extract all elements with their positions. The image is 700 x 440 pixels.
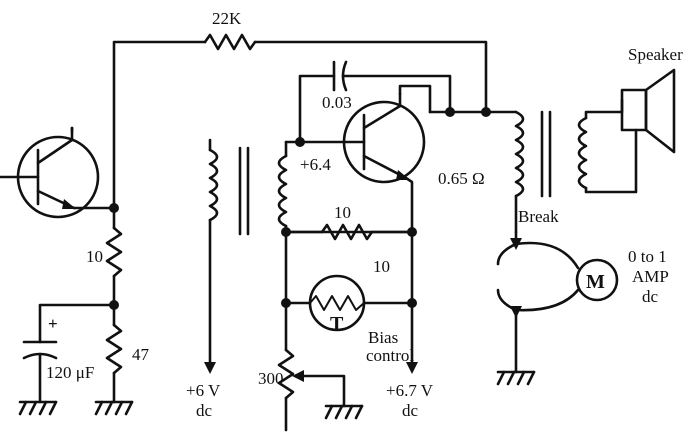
bias-control-potentiometer: [277, 301, 346, 432]
label-break: Break: [518, 207, 559, 226]
thermistor: [281, 230, 417, 332]
label-cap-plus: +: [48, 314, 58, 333]
label-thermistor-10: 10: [373, 257, 390, 276]
speaker-icon: [620, 68, 676, 154]
output-transformer: [514, 98, 638, 234]
break-contacts: [496, 230, 522, 374]
capacitor-120uf: [22, 303, 116, 404]
label-bias: Bias: [368, 328, 398, 347]
label-supply-6v-dc: dc: [196, 401, 213, 420]
emitter-resistor-chain: [105, 203, 123, 404]
label-120uf: 120 μF: [46, 363, 94, 382]
label-22k: 22K: [212, 9, 242, 28]
label-supply-67v: +6.7 V: [386, 381, 434, 400]
label-065-ohm: 0.65 Ω: [438, 169, 485, 188]
interstage-transformer: [70, 126, 288, 374]
label-v64: +6.4: [300, 155, 331, 174]
label-t: T: [330, 313, 344, 335]
ground-47: [94, 400, 134, 416]
feedback-resistor-22k: [112, 33, 488, 210]
label-meter-range: 0 to 1: [628, 247, 667, 266]
left-transistor: [0, 126, 116, 219]
label-003: 0.03: [322, 93, 352, 112]
ground-cap: [18, 400, 58, 416]
label-speaker: Speaker: [628, 45, 683, 64]
label-meter-amp: AMP: [632, 267, 669, 286]
label-emitter-10: 10: [86, 247, 103, 266]
ammeter: [514, 241, 619, 312]
right-transistor: [342, 84, 432, 234]
label-supply-6v: +6 V: [186, 381, 221, 400]
label-supply-67v-dc: dc: [402, 401, 419, 420]
ground-output: [496, 370, 536, 386]
label-300: 300: [258, 369, 284, 388]
label-m: M: [586, 271, 605, 293]
label-47: 47: [132, 345, 150, 364]
label-meter-dc: dc: [642, 287, 659, 306]
ground-pot: [324, 404, 364, 420]
label-control: control: [366, 346, 414, 365]
label-bias-10: 10: [334, 203, 351, 222]
bias-resistor-10: [281, 223, 417, 241]
